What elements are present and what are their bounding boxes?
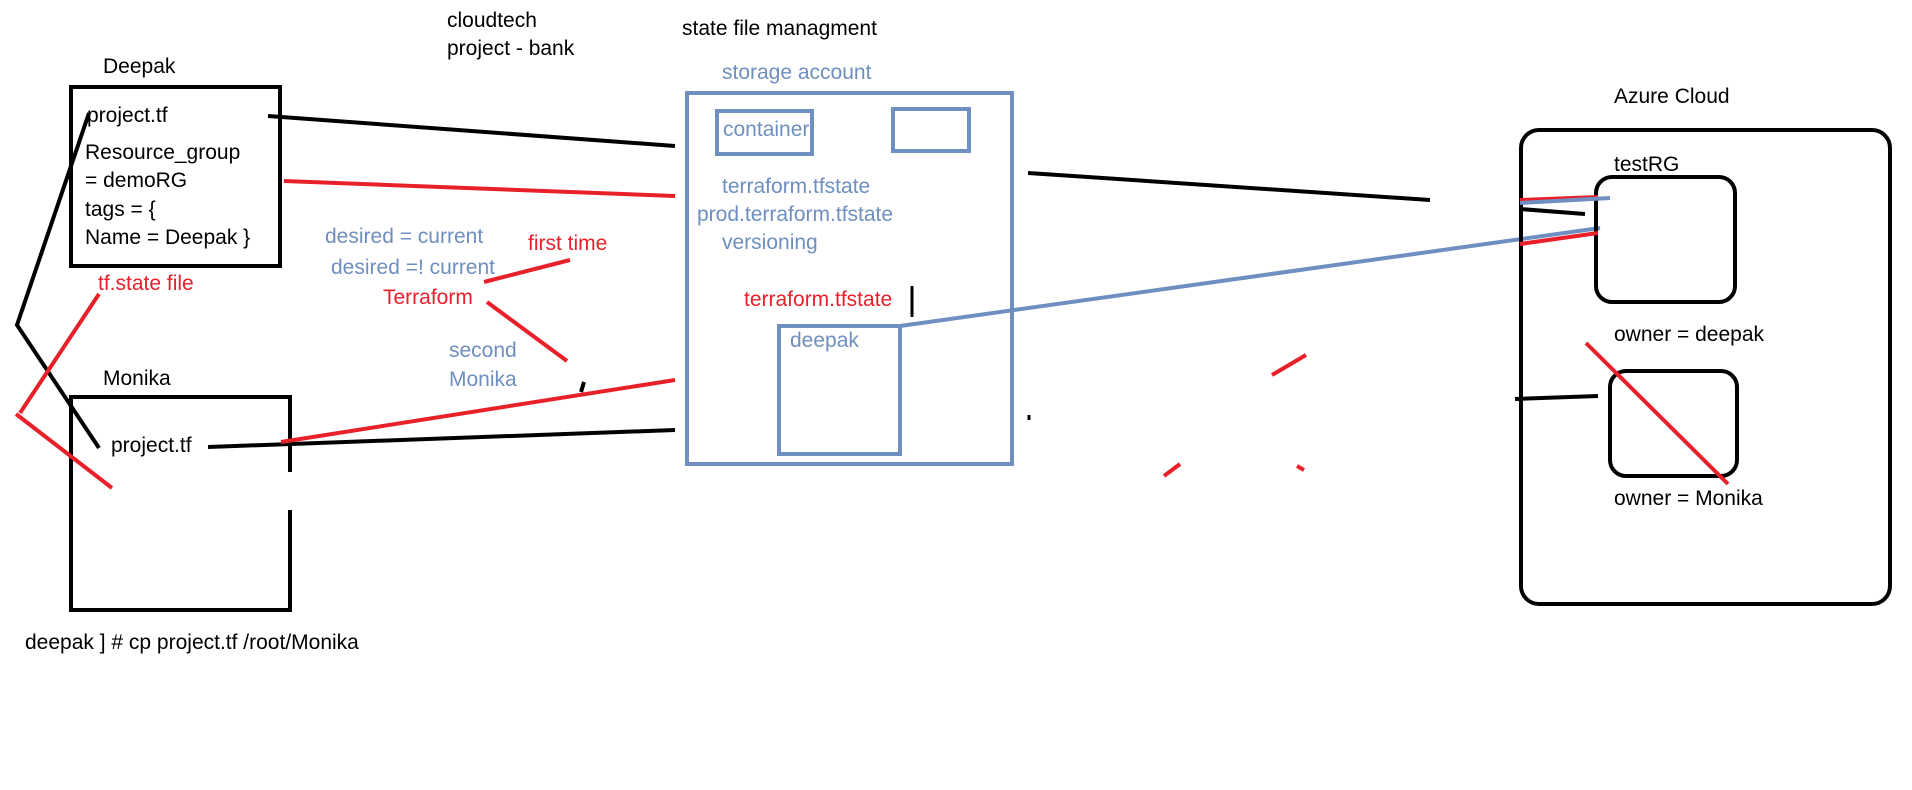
testrg-blue-arrow — [1519, 196, 1611, 205]
monika-resource-group-box — [1608, 369, 1739, 478]
copy-command-text: deepak ] # cp project.tf /root/Monika — [25, 631, 359, 654]
azure-cloud-box — [1519, 128, 1892, 606]
tf-state-red-stroke — [18, 292, 101, 415]
deepak-file-name: project.tf — [87, 104, 168, 127]
storage-to-azure-black-line — [1027, 171, 1431, 202]
monika-to-storage-red-line — [280, 378, 676, 444]
deepak-workspace-box — [69, 85, 282, 268]
red-stray-stroke-3 — [1296, 464, 1305, 472]
monika-rg-strike-line — [1584, 341, 1730, 486]
prod-terraform-tfstate-file: prod.terraform.tfstate — [697, 203, 893, 226]
tf-state-file-note: tf.state file — [98, 272, 194, 295]
deepak-folder-to-testrg-blue-line — [899, 226, 1601, 328]
project-name-line1: cloudtech — [447, 9, 537, 32]
testrg-red-arrow-bottom — [1519, 231, 1599, 246]
container-box — [715, 109, 814, 156]
desired-equal-note: desired = current — [325, 225, 483, 248]
deepak-label: Deepak — [103, 55, 176, 78]
owner-deepak-tag: owner = deepak — [1614, 323, 1765, 346]
testrg-resource-group-box — [1594, 175, 1737, 304]
container-label: container — [723, 118, 809, 141]
red-stray-stroke-1 — [1270, 353, 1308, 377]
red-stray-stroke-2 — [1162, 462, 1182, 478]
testrg-black-arrow — [1519, 207, 1586, 216]
tf-state-red-arrowhead — [14, 412, 114, 490]
storage-account-box — [685, 91, 1014, 466]
monika-box-gap — [286, 472, 296, 510]
deepak-monika-copy-bracket — [14, 112, 101, 450]
deepak-code-line3: tags = { — [85, 198, 156, 221]
terraform-note: Terraform — [383, 286, 473, 309]
state-management-title: state file managment — [682, 17, 877, 40]
azure-cloud-label: Azure Cloud — [1614, 85, 1730, 108]
terraform-tfstate-red-label: terraform.tfstate — [744, 288, 892, 311]
testrg-label: testRG — [1614, 153, 1679, 176]
first-time-note: first time — [528, 232, 607, 255]
terraform-second-stroke — [485, 300, 569, 363]
terraform-tfstate-file: terraform.tfstate — [722, 175, 870, 198]
second-note: second — [449, 339, 517, 362]
deepak-code-line1: Resource_group — [85, 141, 240, 164]
deepak-to-storage-red-line — [283, 179, 676, 198]
terraform-first-time-stroke — [483, 258, 571, 284]
monika-rg-black-arrow — [1514, 394, 1599, 401]
deepak-to-storage-black-line — [267, 114, 676, 148]
deepak-folder-label: deepak — [790, 329, 859, 352]
storage-account-label: storage account — [722, 61, 872, 84]
second-monika-note: Monika — [449, 368, 517, 391]
monika-label: Monika — [103, 367, 171, 390]
second-container-box — [891, 107, 971, 153]
monika-file-name: project.tf — [111, 434, 192, 457]
project-name-line2: project - bank — [447, 37, 575, 60]
deepak-code-line4: Name = Deepak } — [85, 226, 250, 249]
small-black-mark — [579, 381, 586, 393]
monika-to-storage-black-line — [207, 428, 676, 449]
owner-monika-tag: owner = Monika — [1614, 487, 1763, 510]
deepak-folder-box — [777, 324, 902, 456]
desired-not-equal-note: desired =! current — [331, 256, 495, 279]
deepak-code-line2: = demoRG — [85, 169, 187, 192]
versioning-label: versioning — [722, 231, 818, 254]
